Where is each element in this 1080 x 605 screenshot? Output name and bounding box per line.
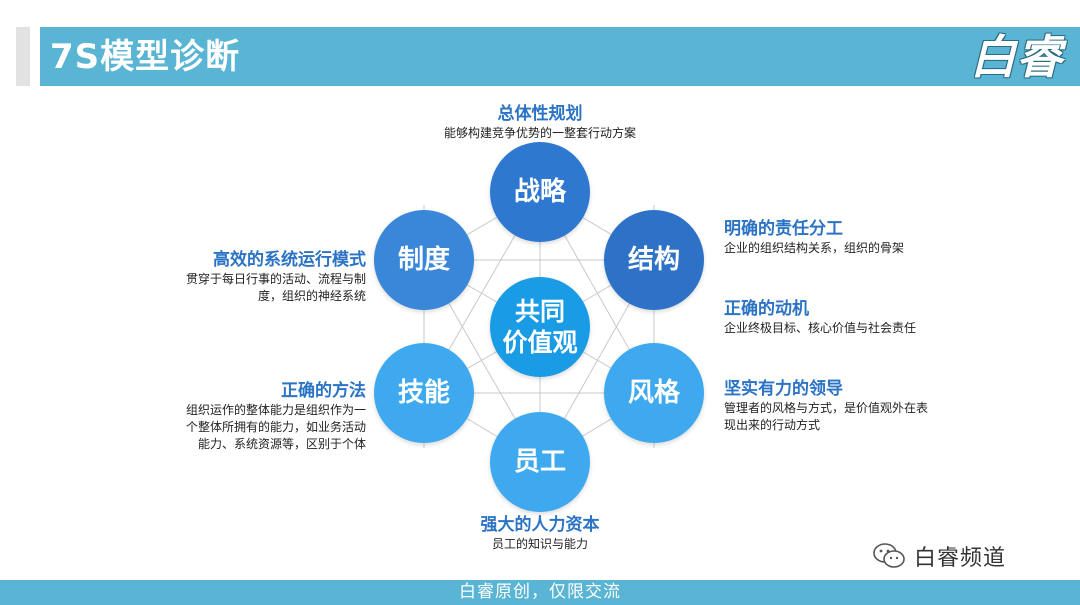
brand-logo: 白睿 (970, 30, 1062, 84)
node-systems: 制度 (374, 210, 474, 310)
label-strategy-heading: 总体性规划 (497, 104, 583, 124)
label-shared-values-desc: 企业终极目标、核心价值与社会责任 (724, 321, 917, 335)
label-style-heading: 坚实有力的领导 (724, 379, 843, 399)
label-skills: 正确的方法 组织运作的整体能力是组织作为一 个整体所拥有的能力，如业务活动 能力… (120, 380, 366, 453)
footer-bar: 白睿原创，仅限交流 (0, 580, 1080, 605)
center-line-2: 价值观 (502, 328, 578, 357)
label-structure-desc: 企业的组织结构关系，组织的骨架 (724, 241, 905, 255)
node-skills: 技能 (374, 343, 474, 443)
wechat-watermark: 白睿频道 (872, 540, 1006, 572)
center-line-1: 共同 (514, 297, 565, 326)
label-skills-heading: 正确的方法 (281, 381, 366, 401)
node-systems-label: 制度 (397, 245, 450, 275)
node-staff-label: 员工 (513, 447, 566, 477)
node-structure-label: 结构 (627, 245, 680, 275)
node-staff: 员工 (490, 412, 590, 512)
label-skills-desc-3: 能力、系统资源等，区别于个体 (197, 437, 366, 451)
label-shared-values: 正确的动机 企业终极目标、核心价值与社会责任 (724, 298, 1024, 337)
title-bar (40, 27, 1080, 86)
node-shared-values: 共同 价值观 (490, 277, 590, 377)
label-systems-heading: 高效的系统运行模式 (213, 250, 366, 270)
label-structure: 明确的责任分工 企业的组织结构关系，组织的骨架 (724, 218, 1024, 257)
label-systems-desc-1: 贯穿于每日行事的活动、流程与制 (185, 272, 366, 286)
node-skills-label: 技能 (397, 378, 450, 408)
wechat-icon (873, 543, 905, 568)
footer-text: 白睿原创，仅限交流 (459, 582, 621, 602)
title-accent-bar (16, 27, 30, 86)
label-strategy: 总体性规划 能够构建竞争优势的一整套行动方案 (400, 103, 680, 142)
label-shared-values-heading: 正确的动机 (724, 299, 809, 319)
label-systems: 高效的系统运行模式 贯穿于每日行事的活动、流程与制 度，组织的神经系统 (120, 249, 366, 305)
label-staff-heading: 强大的人力资本 (480, 515, 600, 535)
node-style-label: 风格 (627, 378, 680, 408)
label-style: 坚实有力的领导 管理者的风格与方式，是价值观外在表 现出来的行动方式 (724, 378, 1024, 434)
label-systems-desc-2: 度，组织的神经系统 (257, 289, 366, 303)
label-style-desc-1: 管理者的风格与方式，是价值观外在表 (724, 401, 929, 415)
node-structure: 结构 (604, 210, 704, 310)
label-staff: 强大的人力资本 员工的知识与能力 (400, 514, 680, 553)
label-staff-desc: 员工的知识与能力 (491, 537, 588, 551)
page-title: 7S模型诊断 (50, 37, 241, 77)
label-structure-heading: 明确的责任分工 (724, 219, 843, 239)
node-strategy-label: 战略 (513, 177, 566, 207)
label-style-desc-2: 现出来的行动方式 (724, 418, 821, 432)
watermark-text: 白睿频道 (914, 546, 1007, 571)
node-strategy: 战略 (490, 142, 590, 242)
label-skills-desc-1: 组织运作的整体能力是组织作为一 (185, 403, 366, 417)
label-strategy-desc: 能够构建竞争优势的一整套行动方案 (443, 126, 636, 140)
node-style: 风格 (604, 343, 704, 443)
label-skills-desc-2: 个整体所拥有的能力，如业务活动 (185, 420, 366, 434)
